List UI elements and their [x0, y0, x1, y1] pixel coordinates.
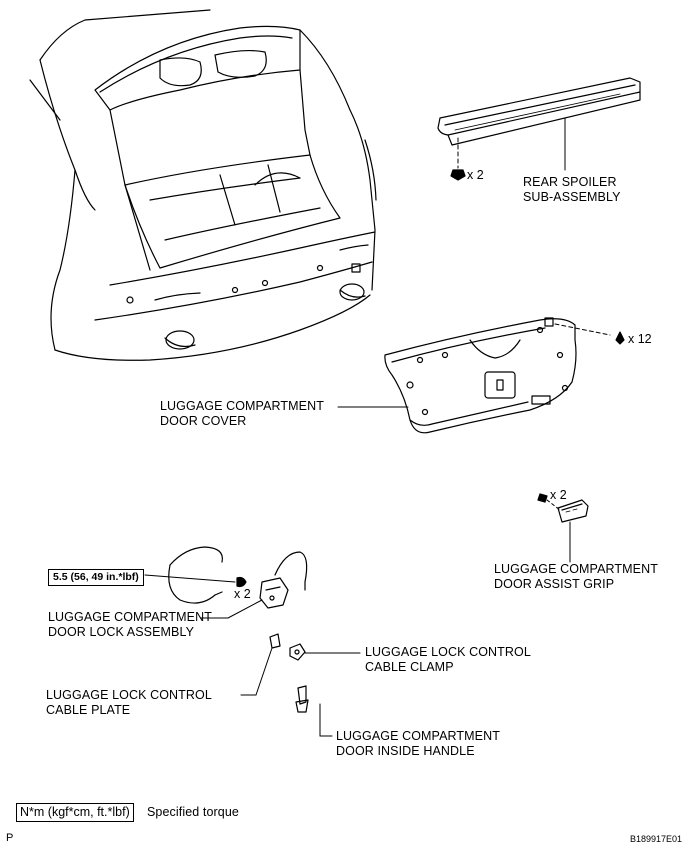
inside-handle-part	[295, 685, 309, 713]
cable-clamp-part	[289, 643, 306, 661]
torque-legend-meaning: Specified torque	[147, 805, 239, 819]
rear-spoiler-part	[437, 77, 641, 146]
cable-plate-part	[269, 633, 281, 649]
figure-id: B189917E01	[630, 834, 683, 844]
torque-spec-box: 5.5 (56, 49 in.*lbf)	[48, 569, 144, 586]
cover-clip-quantity: x 12	[628, 332, 652, 346]
lock-bolt-quantity: x 2	[234, 587, 251, 601]
spoiler-nut-quantity: x 2	[467, 168, 484, 182]
torque-legend-symbol: N*m (kgf*cm, ft.*lbf)	[16, 803, 134, 822]
assist-grip-part	[557, 499, 589, 523]
page-mark: P	[6, 832, 14, 844]
grip-screw-quantity: x 2	[550, 488, 567, 502]
screw-icon	[537, 493, 548, 503]
door-cover-part	[384, 317, 577, 434]
bolt-icon	[236, 576, 247, 588]
nut-icon	[450, 169, 466, 181]
clip-icon	[615, 331, 625, 345]
door-lock-assembly-part	[168, 546, 308, 609]
car-rear-illustration	[29, 9, 377, 361]
